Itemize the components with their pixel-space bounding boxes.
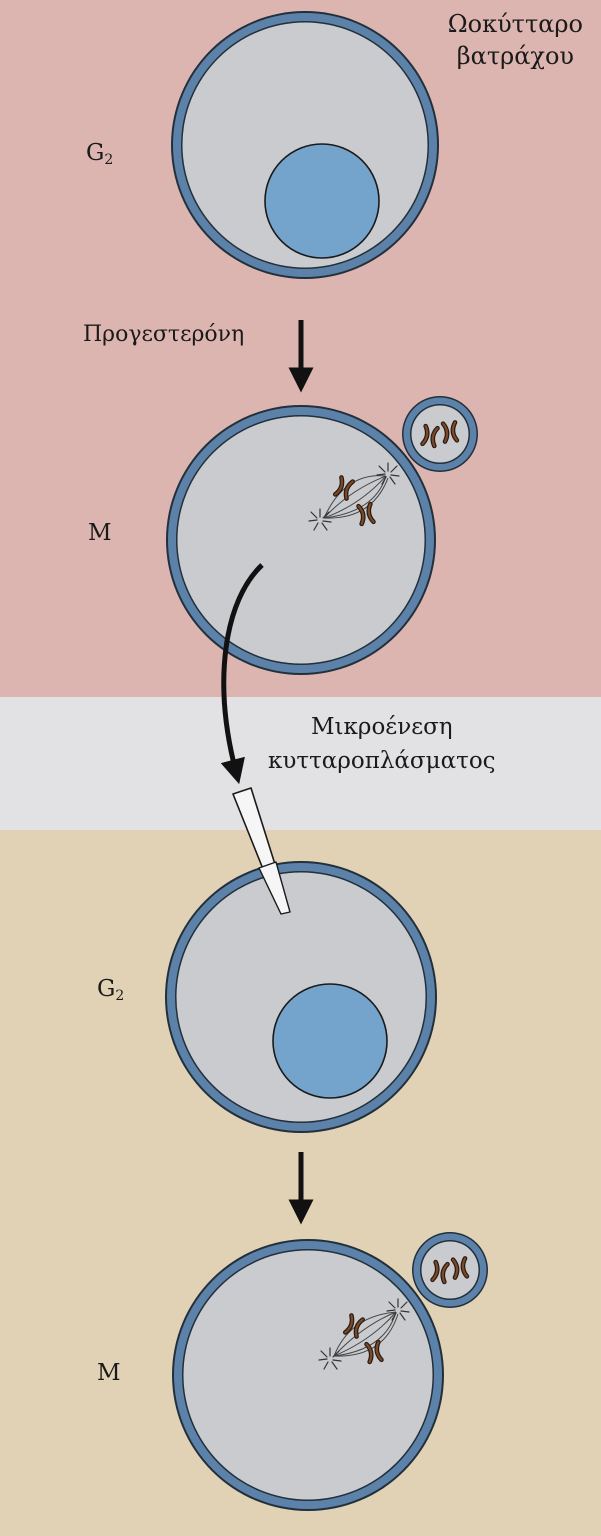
nucleus-bottom — [272, 983, 388, 1099]
g2-subscript: 2 — [115, 988, 125, 1004]
phase-label-m-bottom: M — [97, 1360, 121, 1386]
g2-subscript: 2 — [104, 152, 114, 168]
g2-letter: G — [86, 140, 105, 166]
transfer-arrow — [220, 563, 264, 785]
progesterone-label: Προγεστερόνη — [83, 322, 245, 347]
injection-stage-background — [0, 697, 601, 830]
g2-oocyte-bottom — [165, 861, 437, 1133]
m-oocyte-top — [166, 396, 478, 675]
phase-label-m-top: M — [88, 520, 112, 546]
microinjection-label: Μικροένεση κυτταροπλάσματος — [268, 710, 496, 778]
title-line-1: Ωοκύτταρο — [447, 10, 583, 38]
microinjection-line-1: Μικροένεση — [310, 714, 453, 740]
phase-label-g2-top: G2 — [86, 140, 113, 169]
phase-label-g2-bottom: G2 — [97, 976, 124, 1005]
m-oocyte-bottom — [172, 1232, 488, 1511]
microinjection-line-2: κυτταροπλάσματος — [268, 748, 496, 774]
g2-letter: G — [97, 976, 116, 1002]
frog-oocyte-title: Ωοκύτταρο βατράχου — [448, 8, 583, 72]
nucleus-top — [264, 143, 380, 259]
g2-oocyte-top — [171, 11, 439, 279]
title-line-2: βατράχου — [456, 42, 574, 70]
